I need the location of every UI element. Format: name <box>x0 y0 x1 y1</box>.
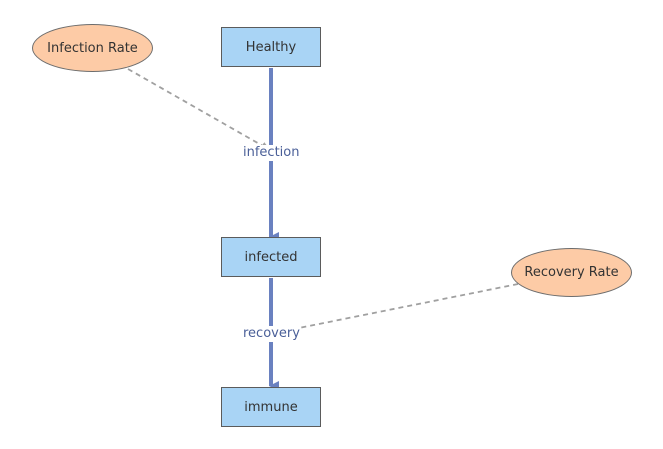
stock-healthy-label: Healthy <box>245 39 297 55</box>
flow-infection-label[interactable]: infection <box>242 145 301 161</box>
stock-infected-label: infected <box>244 249 298 265</box>
stock-healthy[interactable]: Healthy <box>221 27 321 67</box>
stock-immune[interactable]: immune <box>221 387 321 427</box>
flow-recovery-label[interactable]: recovery <box>242 326 301 342</box>
parameter-infection-rate-label: Infection Rate <box>47 40 138 56</box>
parameter-recovery-rate[interactable]: Recovery Rate <box>511 248 632 297</box>
parameter-infection-rate[interactable]: Infection Rate <box>32 24 153 72</box>
stock-immune-label: immune <box>244 399 298 415</box>
parameter-recovery-rate-label: Recovery Rate <box>524 265 619 280</box>
infection-rate-link[interactable] <box>127 68 271 151</box>
stock-infected[interactable]: infected <box>221 237 321 277</box>
recovery-rate-link[interactable] <box>273 283 519 336</box>
